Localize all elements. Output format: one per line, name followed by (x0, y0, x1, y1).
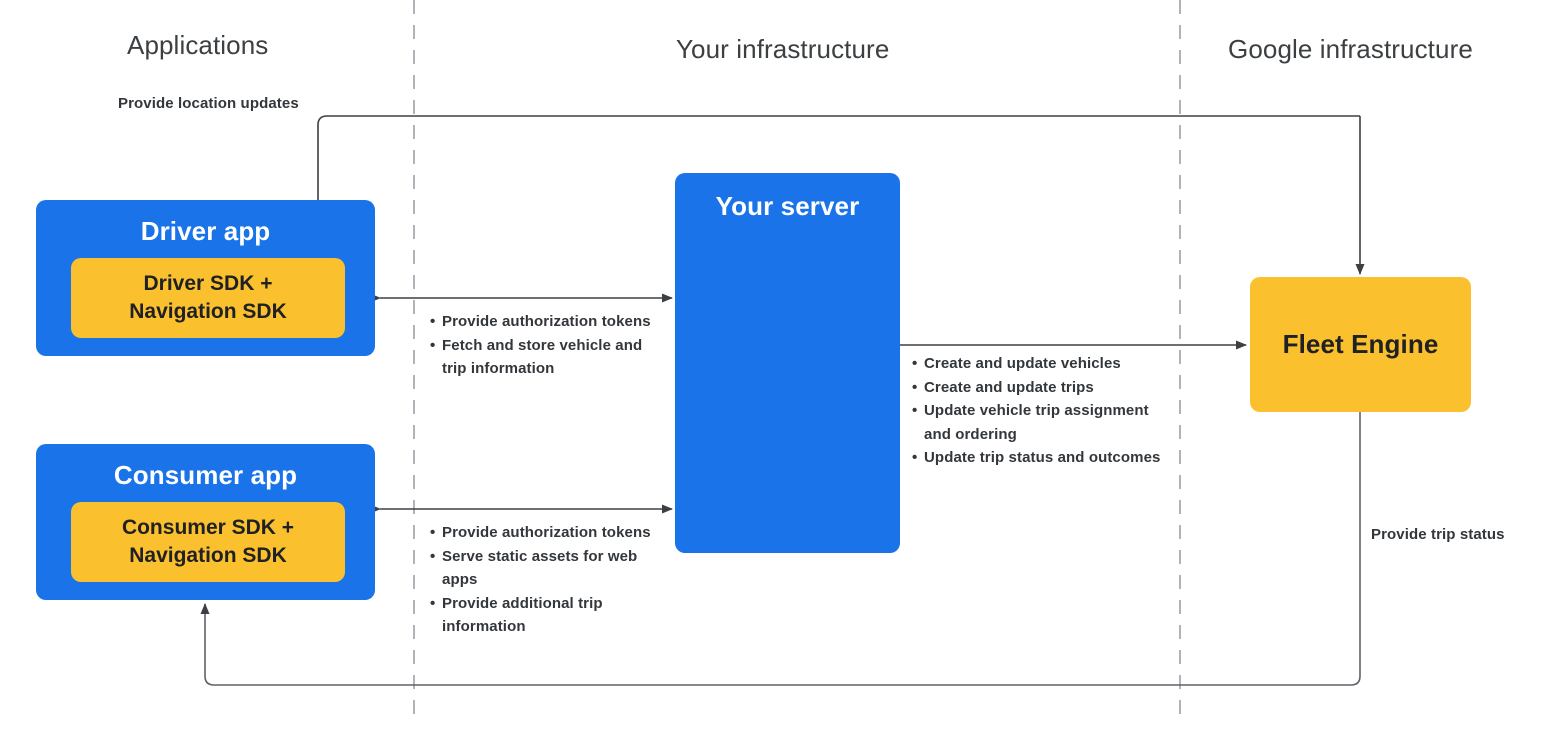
your-server-title: Your server (715, 191, 860, 221)
node-consumer-app[interactable]: Consumer app Consumer SDK +Navigation SD… (36, 444, 375, 600)
edge-bullet-item: Update trip status and outcomes (912, 446, 1164, 470)
consumer-app-title: Consumer app (113, 460, 298, 490)
node-driver-app[interactable]: Driver app Driver SDK +Navigation SDK (36, 200, 375, 356)
edge-bullets-server-fleet-engine: Create and update vehiclesCreate and upd… (912, 352, 1164, 470)
edge-bullet-item: Create and update trips (912, 376, 1164, 400)
edge-bullets-consumer-server: Provide authorization tokensServe static… (430, 521, 658, 639)
node-your-server[interactable]: Your server (675, 173, 900, 553)
edge-bullet-item: Provide authorization tokens (430, 521, 658, 545)
edge-bullet-item: Create and update vehicles (912, 352, 1164, 376)
edge-bullet-item: Provide authorization tokens (430, 310, 658, 334)
edge-label-provide-trip-status: Provide trip status (1371, 526, 1505, 543)
node-driver-sdk[interactable]: Driver SDK +Navigation SDK (71, 258, 345, 338)
column-header-applications: Applications (127, 30, 269, 60)
edge-bullets-driver-server: Provide authorization tokensFetch and st… (430, 310, 658, 381)
column-header-google-infrastructure: Google infrastructure (1228, 34, 1473, 64)
node-fleet-engine[interactable]: Fleet Engine (1250, 277, 1471, 412)
edge-bullet-item: Fetch and store vehicle and trip informa… (430, 334, 658, 381)
edge-bullet-item: Update vehicle trip assignment and order… (912, 399, 1164, 446)
fleet-engine-title: Fleet Engine (1282, 329, 1439, 359)
driver-app-title: Driver app (140, 216, 271, 246)
edge-label-provide-location-updates: Provide location updates (118, 95, 299, 112)
edge-bullet-item: Serve static assets for web apps (430, 545, 658, 592)
column-header-your-infrastructure: Your infrastructure (676, 34, 890, 64)
node-consumer-sdk[interactable]: Consumer SDK +Navigation SDK (71, 502, 345, 582)
edge-bullet-item: Provide additional trip information (430, 592, 658, 639)
